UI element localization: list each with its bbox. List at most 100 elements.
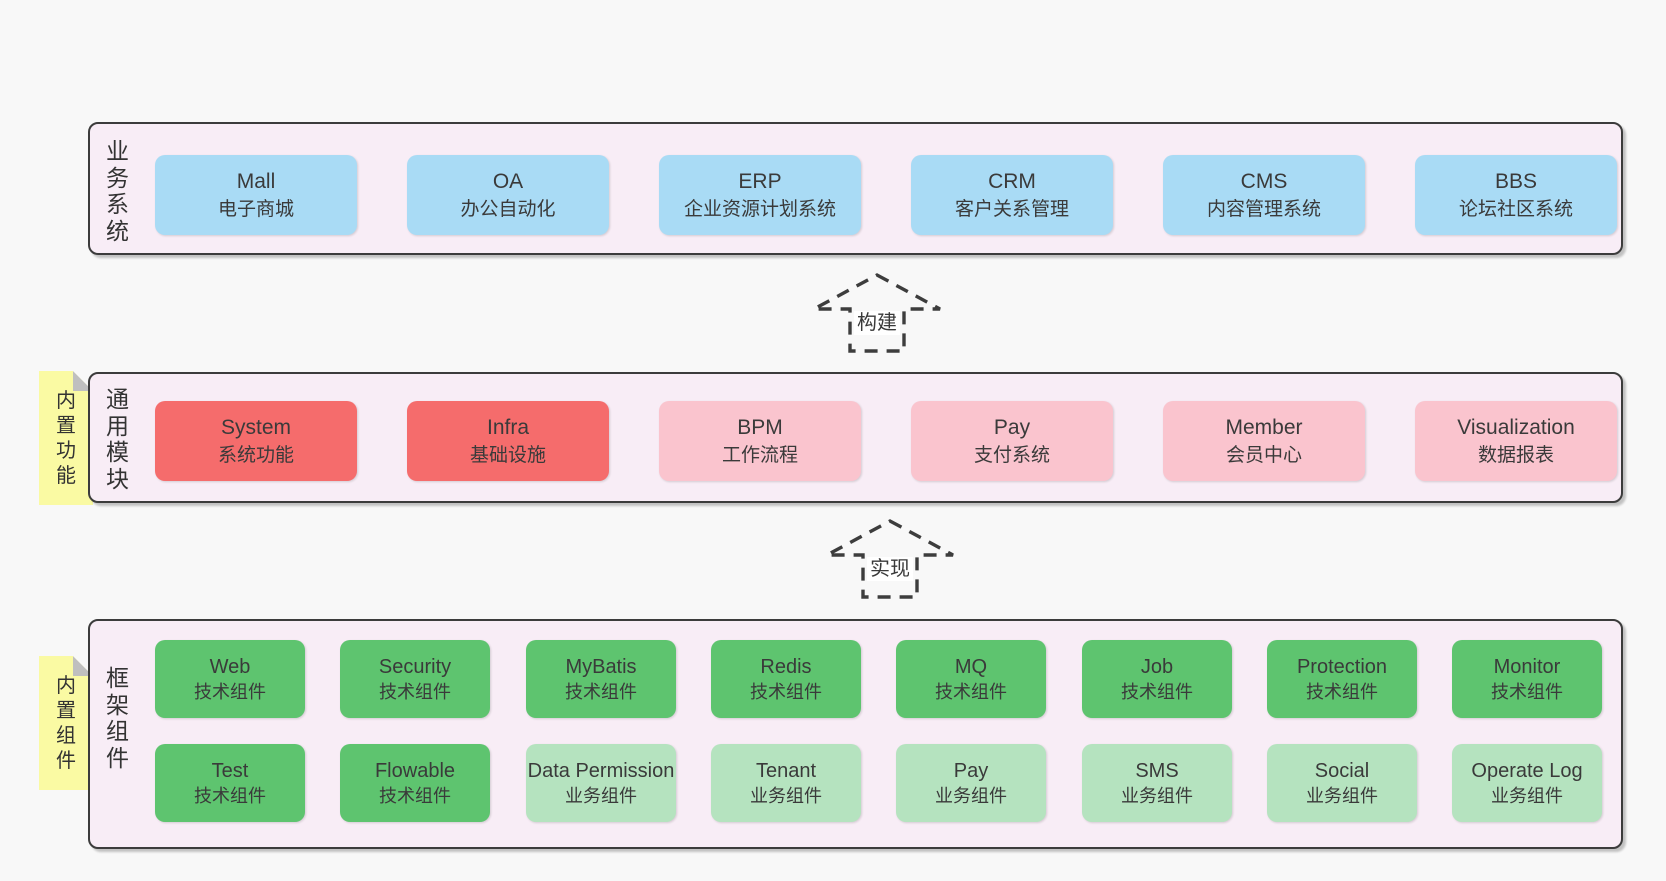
build-arrow-label: 构建 xyxy=(854,311,900,335)
box-title: Data Permission xyxy=(527,759,675,782)
box-social: Social 业务组件 xyxy=(1267,744,1417,822)
box-member: Member 会员中心 xyxy=(1163,401,1365,481)
box-job: Job 技术组件 xyxy=(1082,640,1232,718)
box-subtitle: 支付系统 xyxy=(973,444,1050,466)
box-web: Web 技术组件 xyxy=(155,640,305,718)
box-title: ERP xyxy=(738,169,782,193)
box-title: Member xyxy=(1225,415,1303,439)
box-subtitle: 办公自动化 xyxy=(460,198,556,220)
box-title: Monitor xyxy=(1493,655,1561,678)
box-title: Protection xyxy=(1296,655,1388,678)
box-security: Security 技术组件 xyxy=(340,640,490,718)
box-bbs: BBS 论坛社区系统 xyxy=(1415,155,1617,235)
box-subtitle: 基础设施 xyxy=(469,444,546,466)
box-operate-log: Operate Log 业务组件 xyxy=(1452,744,1602,822)
band-label-components: 框架组件 xyxy=(106,665,129,771)
box-subtitle: 技术组件 xyxy=(750,681,822,702)
box-tenant: Tenant 业务组件 xyxy=(711,744,861,822)
box-title: Social xyxy=(1314,759,1370,782)
band-common-modules: 通用模块 System 系统功能 Infra 基础设施 BPM 工作流程 Pay… xyxy=(88,372,1623,503)
box-subtitle: 业务组件 xyxy=(1491,785,1563,806)
box-bpm: BPM 工作流程 xyxy=(659,401,861,481)
box-subtitle: 业务组件 xyxy=(1306,785,1378,806)
box-mybatis: MyBatis 技术组件 xyxy=(526,640,676,718)
box-subtitle: 业务组件 xyxy=(565,785,637,806)
box-subtitle: 技术组件 xyxy=(565,681,637,702)
note-built-in-components: 内置组件 xyxy=(39,656,93,790)
box-title: Redis xyxy=(760,655,812,678)
box-flowable: Flowable 技术组件 xyxy=(340,744,490,822)
box-subtitle: 工作流程 xyxy=(721,444,798,466)
box-title: Infra xyxy=(486,415,530,439)
box-title: Security xyxy=(378,655,452,678)
box-pay-component: Pay 业务组件 xyxy=(896,744,1046,822)
box-crm: CRM 客户关系管理 xyxy=(911,155,1113,235)
box-test: Test 技术组件 xyxy=(155,744,305,822)
note-text: 内置组件 xyxy=(56,675,76,772)
box-subtitle: 企业资源计划系统 xyxy=(683,198,836,220)
box-subtitle: 论坛社区系统 xyxy=(1458,198,1573,220)
band-label-business: 业务系统 xyxy=(106,138,129,244)
implement-arrow-label: 实现 xyxy=(867,557,913,581)
box-subtitle: 技术组件 xyxy=(379,681,451,702)
implement-arrow: 实现 xyxy=(823,518,957,600)
box-system: System 系统功能 xyxy=(155,401,357,481)
box-subtitle: 技术组件 xyxy=(379,785,451,806)
box-data-permission: Data Permission 业务组件 xyxy=(526,744,676,822)
box-pay-system: Pay 支付系统 xyxy=(911,401,1113,481)
box-mall: Mall 电子商城 xyxy=(155,155,357,235)
arrow-up-shape xyxy=(826,519,954,599)
box-protection: Protection 技术组件 xyxy=(1267,640,1417,718)
box-sms: SMS 业务组件 xyxy=(1082,744,1232,822)
box-title: Pay xyxy=(953,759,989,782)
box-title: Mall xyxy=(236,169,276,193)
note-text: 内置功能 xyxy=(56,390,76,487)
box-title: Flowable xyxy=(374,759,456,782)
box-subtitle: 会员中心 xyxy=(1225,444,1302,466)
box-redis: Redis 技术组件 xyxy=(711,640,861,718)
box-title: MyBatis xyxy=(565,655,637,678)
box-subtitle: 数据报表 xyxy=(1477,444,1554,466)
box-subtitle: 业务组件 xyxy=(935,785,1007,806)
arrow-up-shape xyxy=(813,273,941,353)
box-title: BBS xyxy=(1494,169,1538,193)
box-subtitle: 业务组件 xyxy=(1121,785,1193,806)
box-title: Test xyxy=(211,759,249,782)
box-subtitle: 电子商城 xyxy=(217,198,294,220)
box-subtitle: 技术组件 xyxy=(194,681,266,702)
box-subtitle: 内容管理系统 xyxy=(1206,198,1321,220)
box-subtitle: 技术组件 xyxy=(194,785,266,806)
box-title: Web xyxy=(209,655,251,678)
box-erp: ERP 企业资源计划系统 xyxy=(659,155,861,235)
box-subtitle: 客户关系管理 xyxy=(954,198,1069,220)
build-arrow: 构建 xyxy=(810,272,944,354)
box-cms: CMS 内容管理系统 xyxy=(1163,155,1365,235)
band-business-systems: 业务系统 Mall 电子商城 OA 办公自动化 ERP 企业资源计划系统 CRM… xyxy=(88,122,1623,255)
box-subtitle: 技术组件 xyxy=(935,681,1007,702)
band-label-modules: 通用模块 xyxy=(106,386,129,492)
note-built-in-features: 内置功能 xyxy=(39,371,93,505)
box-monitor: Monitor 技术组件 xyxy=(1452,640,1602,718)
box-subtitle: 业务组件 xyxy=(750,785,822,806)
box-title: MQ xyxy=(954,655,988,678)
box-visualization: Visualization 数据报表 xyxy=(1415,401,1617,481)
box-title: Pay xyxy=(993,415,1031,439)
box-infra: Infra 基础设施 xyxy=(407,401,609,481)
box-title: Operate Log xyxy=(1471,759,1583,782)
box-oa: OA 办公自动化 xyxy=(407,155,609,235)
box-title: CRM xyxy=(988,169,1036,193)
box-subtitle: 技术组件 xyxy=(1121,681,1193,702)
box-title: System xyxy=(220,415,291,439)
box-title: SMS xyxy=(1135,759,1179,782)
box-title: CMS xyxy=(1240,169,1288,193)
box-title: Job xyxy=(1140,655,1174,678)
box-mq: MQ 技术组件 xyxy=(896,640,1046,718)
box-subtitle: 技术组件 xyxy=(1306,681,1378,702)
box-subtitle: 技术组件 xyxy=(1491,681,1563,702)
box-title: Visualization xyxy=(1457,415,1575,439)
box-title: Tenant xyxy=(755,759,817,782)
box-title: OA xyxy=(492,169,524,193)
box-title: BPM xyxy=(737,415,783,439)
band-framework-components: 框架组件 Web 技术组件 Security 技术组件 MyBatis 技术组件… xyxy=(88,619,1623,849)
